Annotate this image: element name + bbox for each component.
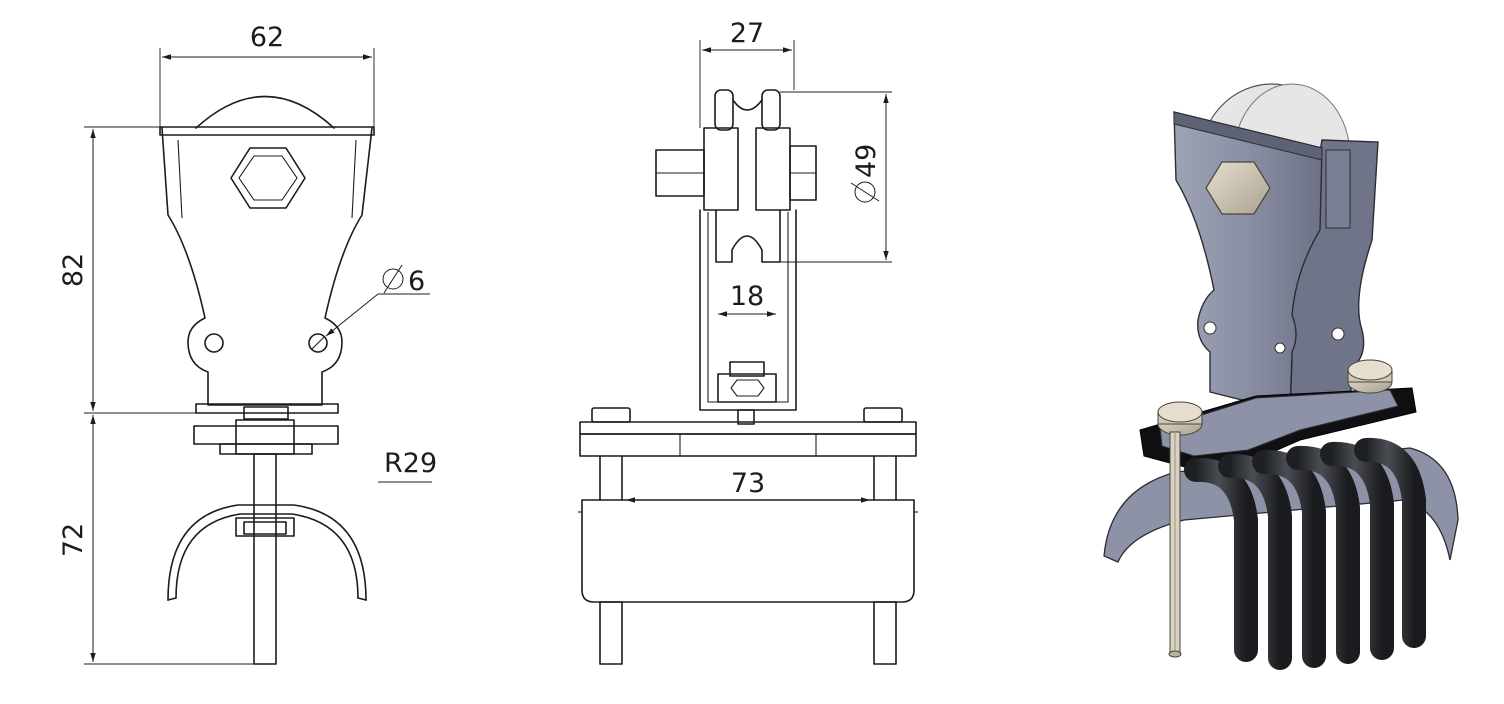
- side-plate-left: [703, 127, 739, 211]
- dim-front-width: 62: [250, 22, 284, 53]
- dim-groove-width: 18: [730, 281, 764, 312]
- dim-wheel-diameter: 49: [850, 144, 882, 203]
- front-hex-bolt: [230, 147, 306, 209]
- side-center-nut: [717, 373, 777, 403]
- iso-cable-bundle: [1133, 437, 1426, 670]
- dim-side-width: 27: [730, 18, 764, 49]
- front-view: 62 82 72 6 R29: [58, 22, 437, 665]
- front-bracket-plate: [161, 127, 373, 406]
- side-bolt-left: [591, 407, 631, 423]
- svg-text:49: 49: [851, 144, 882, 178]
- side-bolt-right: [863, 407, 903, 423]
- side-rod-right: [873, 601, 897, 665]
- side-wheel-left-top: [714, 89, 734, 131]
- front-base-plate: [195, 403, 339, 414]
- front-rod: [253, 453, 277, 665]
- iso-hex-bolt: [1205, 161, 1271, 215]
- front-bracket-top: [159, 126, 375, 136]
- front-hole-right: [308, 333, 328, 353]
- dim-saddle-width: 73: [731, 468, 765, 499]
- side-plate-right: [755, 127, 791, 211]
- front-hole-left: [204, 333, 224, 353]
- dim-lower-height: 72: [58, 523, 89, 557]
- side-view: 27 49 18 73: [578, 18, 918, 665]
- side-rod-left: [599, 601, 623, 665]
- front-wheel-arc: [195, 95, 335, 129]
- isometric-view: [1103, 83, 1459, 670]
- dim-clamp-radius: R29: [384, 448, 437, 479]
- svg-text:6: 6: [408, 266, 425, 297]
- front-clamp-arc: [167, 504, 367, 601]
- dim-hole-diameter: 6: [382, 264, 425, 297]
- front-saddle-plate: [193, 425, 339, 445]
- dim-upper-height: 82: [58, 253, 89, 287]
- side-wheel-right-top: [761, 89, 781, 131]
- side-clamp-body: [581, 499, 915, 603]
